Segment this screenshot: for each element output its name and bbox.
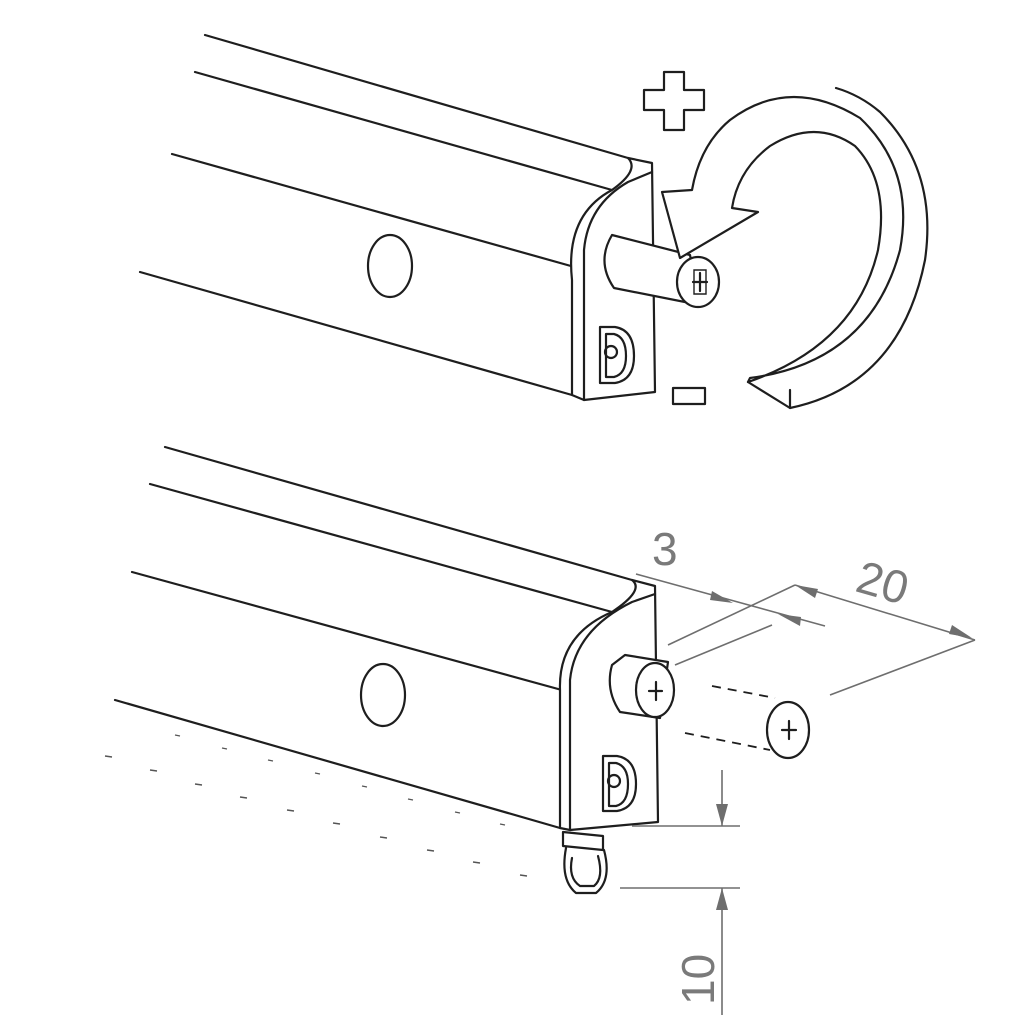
dimension-seal-height: 10 — [620, 770, 740, 1015]
dimension-pin-length: 20 — [794, 550, 976, 696]
rotate-arrow-icon — [660, 95, 905, 384]
bottom-profile: 3 20 10 — [104, 445, 976, 1015]
dimension-gap-label: 3 — [652, 523, 678, 575]
profile-hole — [366, 233, 414, 299]
scale-markings — [104, 734, 528, 877]
adjustment-screw-bottom — [608, 653, 676, 720]
dimension-gap: 3 — [635, 523, 826, 666]
top-profile: + - — [138, 33, 929, 410]
d-clip-icon — [598, 325, 636, 385]
d-clip-icon-bottom — [601, 754, 638, 813]
minus-icon — [671, 386, 707, 406]
dimension-seal-height-label: 10 — [672, 954, 724, 1005]
profile-hole-bottom — [359, 662, 407, 728]
rubber-seal — [561, 830, 608, 895]
plus-icon — [642, 70, 706, 132]
adjustment-screw-top — [603, 233, 721, 309]
extracted-pin — [684, 685, 811, 760]
